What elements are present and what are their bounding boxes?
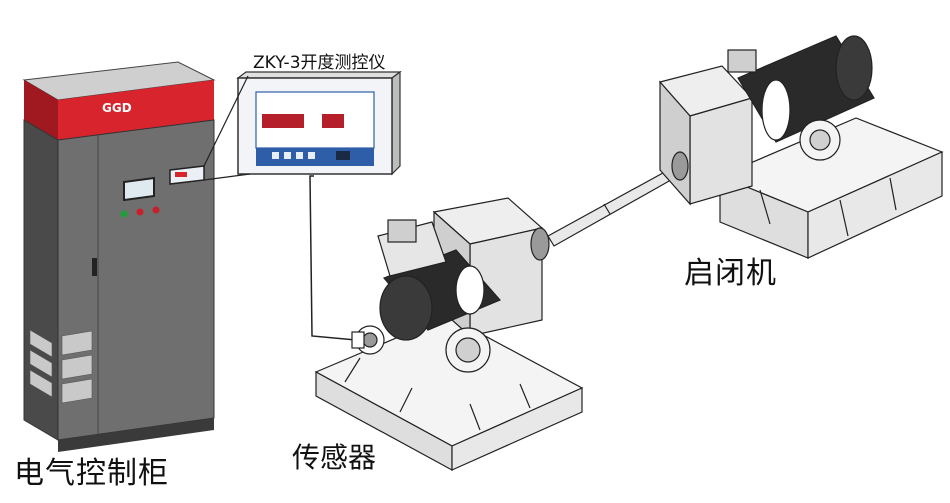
sensor-cable <box>309 175 357 341</box>
cabinet-label: 电气控制柜 <box>14 456 169 491</box>
meter-label: ZKY-3开度测控仪 <box>253 53 386 73</box>
callout-lines <box>203 75 251 181</box>
front-hoist <box>314 197 584 472</box>
control-cabinet <box>22 61 216 452</box>
hoist-label: 启闭机 <box>684 256 777 291</box>
drive-shaft <box>547 167 679 247</box>
cabinet-badge: GGD <box>102 101 132 115</box>
sensor-device <box>351 325 385 355</box>
sensor-label: 传感器 <box>292 441 377 474</box>
rear-hoist <box>658 35 944 259</box>
zky3-meter <box>236 70 402 176</box>
